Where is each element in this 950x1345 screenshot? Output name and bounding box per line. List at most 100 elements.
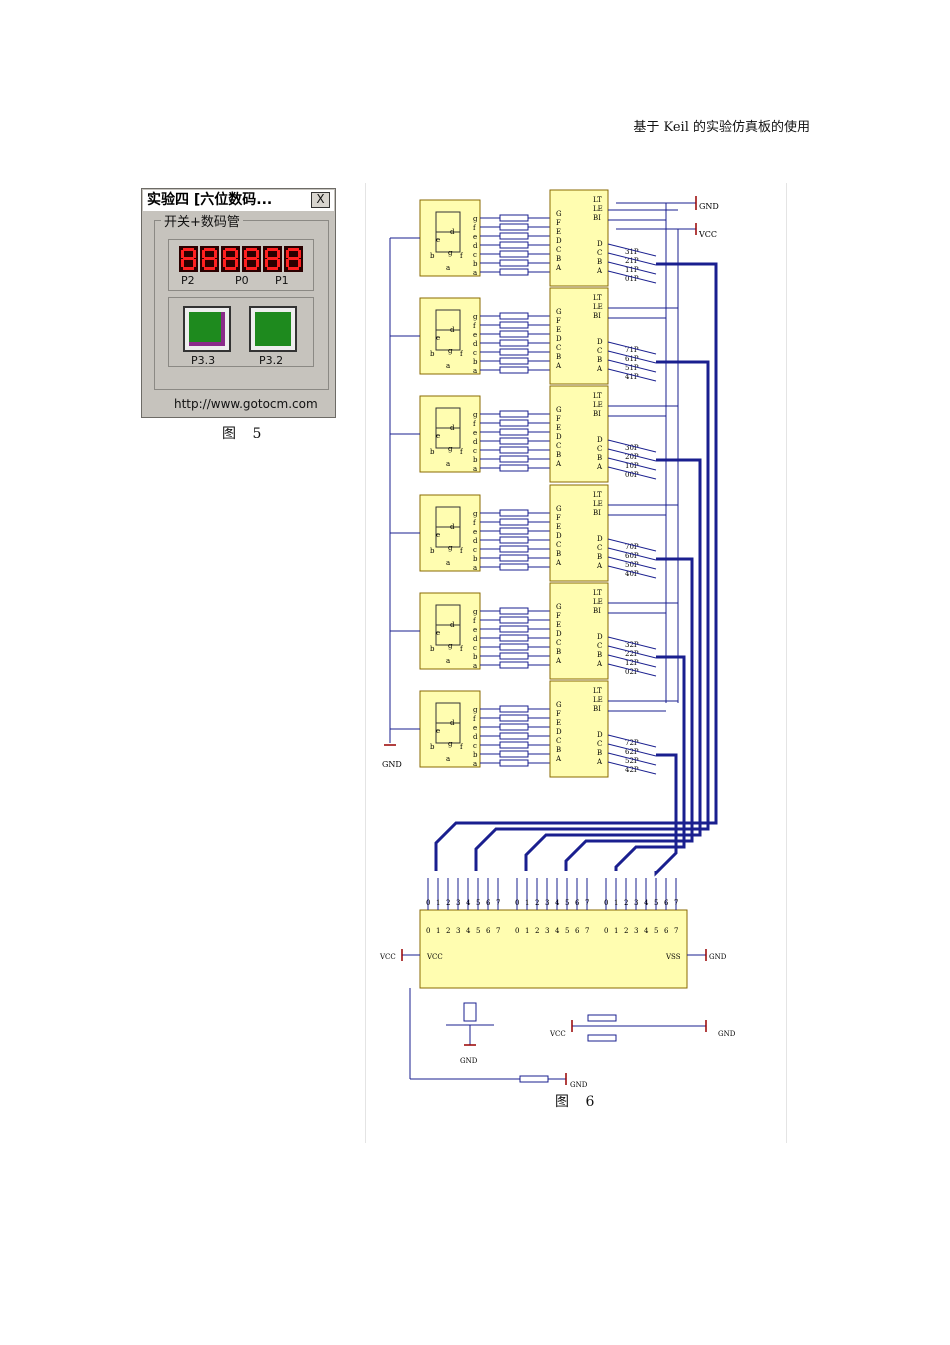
- digit-segment: [223, 259, 226, 267]
- decoder-pin-label: D: [556, 532, 562, 540]
- display-pin-label: b: [473, 358, 478, 366]
- display-pin-label: g: [473, 706, 478, 714]
- resistor: [499, 410, 529, 418]
- mcu-pin-label: 4: [466, 899, 471, 907]
- decoder-pin-label: A: [596, 758, 603, 766]
- mcu-pin-label: 1: [614, 927, 618, 935]
- seg-label: e: [436, 629, 440, 637]
- seg-label: e: [436, 531, 440, 539]
- digit-segment: [181, 250, 184, 258]
- display-pin-label: g: [473, 411, 478, 419]
- digit-segment: [225, 248, 236, 251]
- seven-seg-digit: [284, 246, 303, 272]
- mcu-pin-label: 4: [644, 899, 649, 907]
- decoder-pin-label: LT: [593, 196, 602, 204]
- decoder-pin-label: C: [597, 249, 602, 257]
- port-wire: [607, 368, 657, 382]
- button-p32[interactable]: [249, 306, 297, 352]
- crystal: [463, 1002, 477, 1022]
- decoder-pin-label: LT: [593, 392, 602, 400]
- seg-label: g: [448, 347, 453, 355]
- display-pin-label: f: [473, 420, 477, 428]
- resistor: [499, 455, 529, 463]
- decoder-pin-label: C: [556, 246, 561, 254]
- display-pin-label: a: [473, 367, 477, 375]
- port-label: 71P: [625, 346, 639, 354]
- resistor: [499, 518, 529, 526]
- decoder-pin-label: C: [597, 642, 602, 650]
- window-title-bar[interactable]: 实验四 [六位数码...: [143, 190, 334, 211]
- resistor: [499, 652, 529, 660]
- vss-label: VSS: [665, 953, 681, 961]
- display-pin-label: f: [473, 519, 477, 527]
- resistor: [499, 509, 529, 517]
- decoder-pin-label: E: [556, 228, 561, 236]
- digit-segment: [244, 250, 247, 258]
- decoder-pin-label: B: [556, 451, 561, 459]
- port-label: 01P: [625, 275, 639, 283]
- resistor: [499, 464, 529, 472]
- display-pin-label: g: [473, 215, 478, 223]
- seven-seg-digit: [242, 246, 261, 272]
- seg-label: d: [450, 523, 455, 531]
- port-label: 61P: [625, 355, 639, 363]
- display-pin-label: c: [473, 447, 477, 455]
- button-p33[interactable]: [183, 306, 231, 352]
- display-pin-label: b: [473, 653, 478, 661]
- seg-label: d: [450, 326, 455, 334]
- decoder-pin-label: A: [555, 559, 562, 567]
- decoder-pin-label: C: [556, 737, 561, 745]
- digit-segment: [225, 267, 236, 270]
- display-pin-label: c: [473, 349, 477, 357]
- decoder-pin-label: D: [556, 237, 562, 245]
- mcu-pin-label: 0: [604, 899, 608, 907]
- decoder-pin-label: G: [556, 603, 562, 611]
- digit-segment: [202, 250, 205, 258]
- display-pin-label: d: [473, 537, 478, 545]
- display-pin-label: a: [473, 662, 477, 670]
- decoder-pin-label: A: [555, 460, 562, 468]
- port-wire: [607, 663, 657, 677]
- resistor: [499, 634, 529, 642]
- digit-segment: [256, 250, 259, 258]
- decoder-pin-label: F: [556, 415, 561, 423]
- window-title: 实验四 [六位数码...: [147, 192, 273, 208]
- decoder-pin-label: B: [556, 550, 561, 558]
- port-label: 60P: [625, 552, 639, 560]
- digit-segment: [267, 257, 278, 260]
- decoder-pin-label: A: [596, 365, 603, 373]
- mcu-pin-label: 3: [634, 927, 638, 935]
- digit-segment: [286, 250, 289, 258]
- decoder-pin-label: B: [597, 651, 602, 659]
- decoder-pin-label: E: [556, 621, 561, 629]
- display-pin-label: a: [473, 760, 477, 768]
- mcu-pin-label: 3: [634, 899, 638, 907]
- port-wire: [607, 252, 657, 266]
- seg-label: g: [448, 249, 453, 257]
- website-url[interactable]: http://www.gotocm.com: [174, 397, 318, 411]
- digit-segment: [193, 259, 196, 267]
- digit-segment: [267, 248, 278, 251]
- display-pin-label: g: [473, 608, 478, 616]
- display-pin-label: f: [473, 617, 477, 625]
- seg-label: g: [448, 544, 453, 552]
- resistor: [499, 223, 529, 231]
- close-button[interactable]: X: [311, 192, 330, 208]
- mcu-pin-label: 6: [664, 927, 669, 935]
- decoder-pin-label: A: [596, 562, 603, 570]
- resistor: [499, 437, 529, 445]
- bus-wire: [564, 557, 694, 871]
- page-header: 基于 Keil 的实验仿真板的使用: [633, 120, 810, 135]
- digit-segment: [202, 259, 205, 267]
- decoder-pin-label: LT: [593, 491, 602, 499]
- display-pin-label: g: [473, 510, 478, 518]
- mcu-pin-label: 2: [446, 899, 450, 907]
- digit-segment: [193, 250, 196, 258]
- display-pin-label: b: [473, 260, 478, 268]
- seven-seg-display-symbol: [419, 494, 481, 572]
- display-pin-label: c: [473, 546, 477, 554]
- decoder-pin-label: A: [596, 660, 603, 668]
